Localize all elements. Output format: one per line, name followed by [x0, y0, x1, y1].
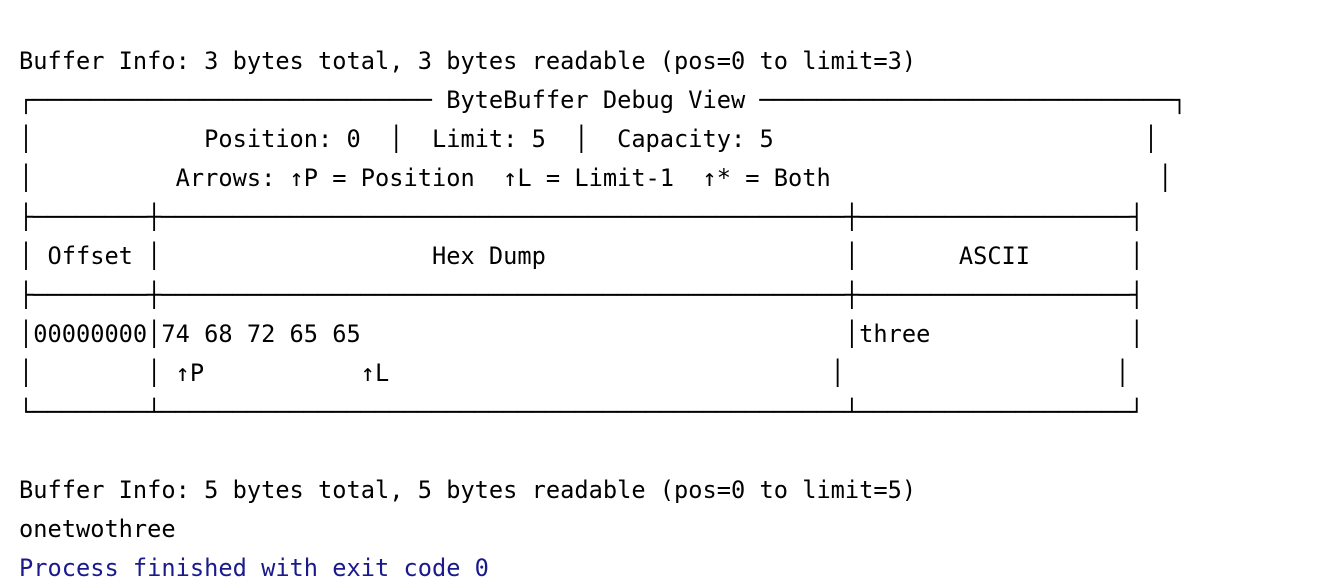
result-string-line: onetwothree	[19, 515, 176, 543]
debug-view-data-row: │00000000│74 68 72 65 65 │three │	[19, 320, 1144, 348]
debug-view-column-header-row: │ Offset │ Hex Dump │ ASCII │	[19, 242, 1144, 270]
buffer-info-line-1: Buffer Info: 3 bytes total, 3 bytes read…	[19, 47, 917, 75]
debug-view-stats-line: │ Position: 0 │ Limit: 5 │ Capacity: 5 │	[19, 125, 1159, 153]
debug-view-top-border: ┌──────────────────────────── ByteBuffer…	[19, 86, 1187, 114]
debug-view-arrow-row: │ │ ↑P ↑L │ │	[19, 359, 1130, 387]
debug-view-separator-mid: ├────────┼──────────────────────────────…	[19, 281, 1144, 309]
buffer-info-line-2: Buffer Info: 5 bytes total, 5 bytes read…	[19, 476, 917, 504]
debug-view-separator-top: ├────────┼──────────────────────────────…	[19, 203, 1144, 231]
debug-view-bottom-border: └────────┴──────────────────────────────…	[19, 398, 1144, 426]
debug-view-legend-line: │ Arrows: ↑P = Position ↑L = Limit-1 ↑* …	[19, 164, 1173, 192]
process-exit-line: Process finished with exit code 0	[19, 554, 489, 582]
